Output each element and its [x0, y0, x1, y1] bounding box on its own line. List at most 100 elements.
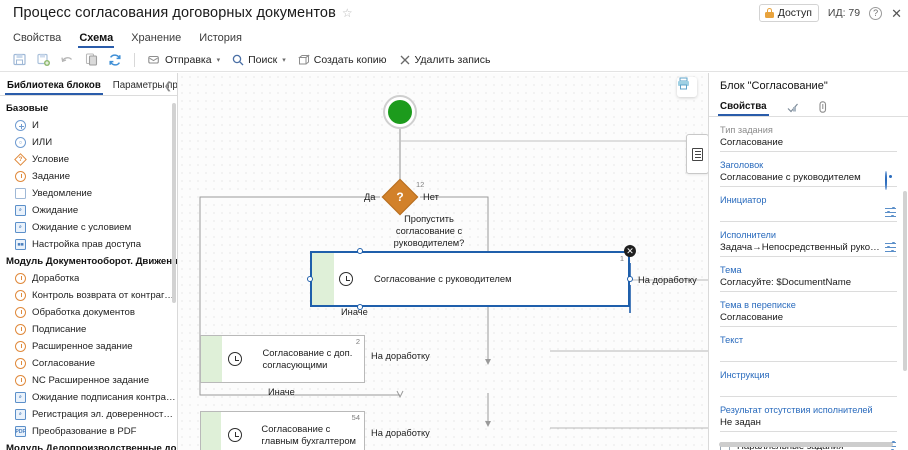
field-value[interactable] — [720, 380, 897, 397]
field-header: Заголовок Согласование с руководителем — [720, 160, 897, 190]
task-clock-icon — [15, 290, 26, 301]
library-item-wait-condition[interactable]: ⌕ Ожидание с условием — [0, 219, 177, 236]
library-item-label: Согласование — [32, 358, 96, 369]
send-label: Отправка — [165, 53, 212, 66]
library-item-doc-processing[interactable]: Обработка документов — [0, 304, 177, 321]
field-value[interactable] — [720, 205, 897, 222]
chevron-down-icon: ▾ — [216, 56, 221, 64]
library-item-notification[interactable]: Уведомление — [0, 185, 177, 202]
node-delete-badge[interactable]: ✕ — [624, 245, 636, 257]
library-item-label: Доработка — [32, 273, 80, 284]
refresh-icon[interactable] — [104, 50, 126, 70]
field-value[interactable] — [720, 345, 897, 362]
gateway-question-icon: ? — [396, 190, 404, 204]
diagram-canvas[interactable]: ? 12 Да Нет Пропустить согласование с ру… — [178, 73, 708, 450]
favorite-star-icon[interactable]: ☆ — [341, 6, 353, 20]
library-item-or[interactable]: ○ ИЛИ — [0, 134, 177, 151]
field-value[interactable]: Задача→Непосредственный руководитель .. — [720, 240, 897, 257]
config-icon[interactable] — [885, 206, 897, 219]
save-icon[interactable] — [8, 50, 30, 70]
library-item-access-rights[interactable]: ■■ Настройка прав доступа — [0, 236, 177, 253]
lock-icon — [764, 8, 774, 18]
task-node-approval-manager[interactable]: Согласование с руководителем 1 — [310, 251, 630, 307]
tag-icon[interactable] — [787, 102, 799, 116]
tab-block-library[interactable]: Библиотека блоков — [5, 80, 103, 95]
tab-history[interactable]: История — [199, 32, 242, 44]
node-label: Согласование с руководителем — [374, 273, 512, 284]
field-value[interactable]: Не задан — [720, 415, 897, 432]
library-item-wait[interactable]: ⌕ Ожидание — [0, 202, 177, 219]
offscreen-node[interactable] — [686, 134, 708, 174]
print-icon[interactable] — [677, 77, 697, 97]
task-clock-icon — [15, 358, 26, 369]
gateway-caption: Пропустить согласование с руководителем? — [393, 214, 465, 248]
send-button[interactable]: Отправка ▾ — [143, 52, 225, 68]
library-item-return-control[interactable]: Контроль возврата от контрагента — [0, 287, 177, 304]
chevron-left-icon[interactable]: ❮ — [163, 81, 172, 92]
access-rights-icon: ■■ — [15, 239, 26, 250]
library-item-dorabotka[interactable]: Доработка — [0, 270, 177, 287]
task-clock-icon — [339, 272, 353, 286]
access-button[interactable]: Доступ — [758, 4, 819, 22]
start-event-node[interactable] — [383, 95, 417, 129]
notification-icon — [15, 188, 26, 199]
document-icon — [692, 147, 703, 161]
tab-scheme[interactable]: Схема — [78, 32, 115, 48]
close-icon[interactable]: ✕ — [891, 5, 902, 21]
tab-properties[interactable]: Свойства — [13, 32, 62, 44]
node-port-top[interactable] — [357, 248, 363, 254]
field-label[interactable]: Инициатор — [720, 195, 767, 205]
field-label[interactable]: Заголовок — [720, 160, 764, 170]
node-port-left[interactable] — [307, 276, 313, 282]
duplicate-button[interactable]: Создать копию — [293, 52, 392, 68]
help-icon[interactable]: ? — [869, 6, 883, 20]
library-item-poa-registration[interactable]: ⌕ Регистрация эл. доверенности/заяв... — [0, 406, 177, 423]
tab-block-properties[interactable]: Свойства — [718, 101, 769, 116]
tab-process-parameters[interactable]: Параметры процесс: — [112, 80, 178, 91]
gear-icon[interactable] — [885, 171, 897, 190]
field-value[interactable]: Согласуйте: $DocumentName — [720, 275, 897, 292]
field-label[interactable]: Тема — [720, 265, 742, 275]
field-label[interactable]: Инструкция — [720, 370, 770, 380]
paperclip-icon[interactable] — [819, 101, 827, 116]
field-value[interactable]: Согласование — [720, 135, 897, 152]
properties-panel-tabs: Свойства — [709, 95, 908, 116]
node-port-bottom[interactable] — [357, 304, 363, 310]
library-item-signing[interactable]: Подписание — [0, 321, 177, 338]
library-item-approval[interactable]: Согласование — [0, 355, 177, 372]
library-item-task[interactable]: Задание — [0, 168, 177, 185]
field-value[interactable]: Согласование — [720, 310, 897, 327]
library-item-condition[interactable]: ? Условие — [0, 151, 177, 168]
library-item-nc-extended-task[interactable]: NC Расширенное задание — [0, 372, 177, 389]
node-number: 54 — [351, 413, 360, 422]
field-value[interactable]: Согласование с руководителем — [720, 170, 897, 187]
field-label[interactable]: Текст — [720, 335, 744, 345]
tab-storage[interactable]: Хранение — [131, 32, 182, 44]
library-item-wait-counterparty-sign[interactable]: ⌕ Ожидание подписания контрагентом — [0, 389, 177, 406]
library-item-pdf-convert[interactable]: PDF Преобразование в PDF — [0, 423, 177, 440]
node-stripe — [201, 336, 223, 382]
save-add-icon[interactable] — [32, 50, 54, 70]
field-label[interactable]: Исполнители — [720, 230, 777, 240]
config-icon[interactable] — [885, 241, 897, 254]
node-number: 2 — [355, 337, 360, 346]
node-port-right[interactable] — [627, 276, 633, 282]
task-node-approval-additional[interactable]: Согласование с доп. согласующими 2 — [200, 335, 365, 383]
left-panel-scrollbar[interactable] — [172, 103, 176, 303]
library-item-extended-task[interactable]: Расширенное задание — [0, 338, 177, 355]
field-label[interactable]: Тема в переписке — [720, 300, 796, 310]
properties-panel-divider — [709, 116, 908, 117]
task-node-approval-accountant[interactable]: Согласование с главным бухгалтером 54 — [200, 411, 365, 450]
left-panel-divider — [0, 95, 177, 96]
properties-panel-scrollbar-horizontal[interactable] — [719, 442, 893, 447]
properties-panel-scrollbar-vertical[interactable] — [903, 191, 907, 371]
delete-record-button[interactable]: Удалить запись — [394, 52, 496, 68]
search-button[interactable]: Поиск ▾ — [227, 52, 291, 68]
field-label[interactable]: Результат отсутствия исполнителей — [720, 405, 873, 415]
library-item-and[interactable]: И — [0, 117, 177, 134]
copy-icon[interactable] — [80, 50, 102, 70]
library-item-label: Задание — [32, 171, 71, 182]
chevron-down-icon: ▾ — [282, 56, 286, 64]
undo-icon[interactable] — [56, 50, 78, 70]
